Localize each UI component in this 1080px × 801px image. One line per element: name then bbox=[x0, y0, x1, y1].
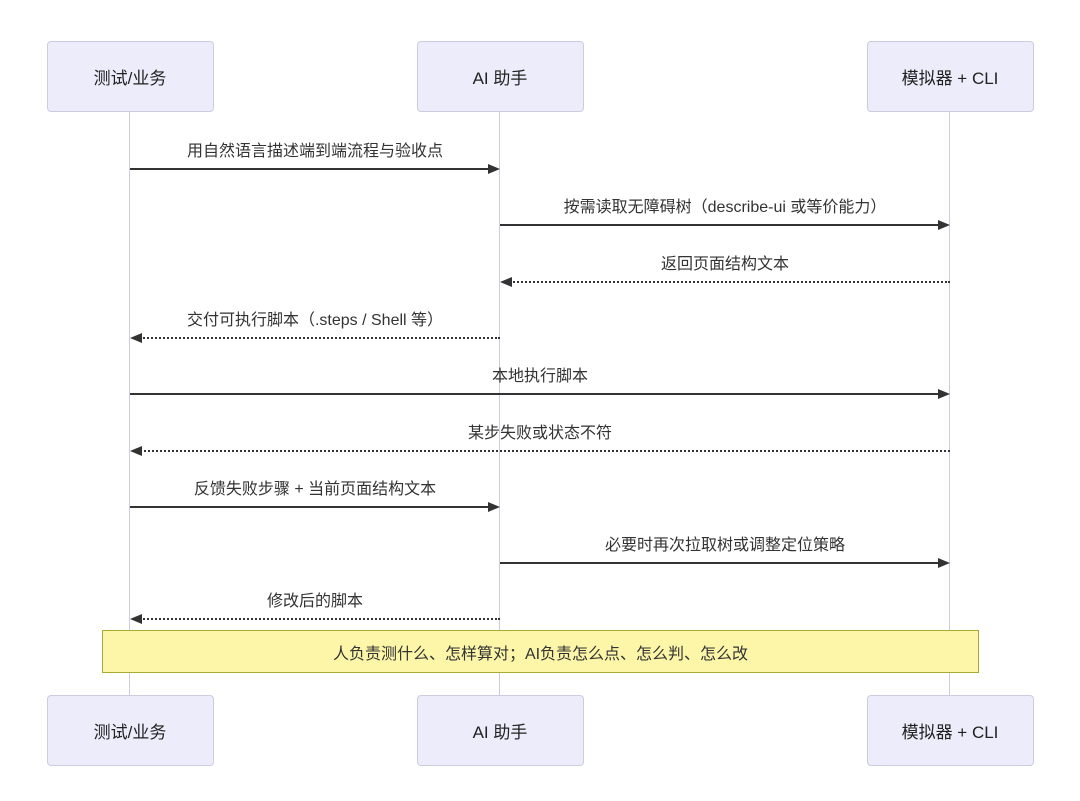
arrowhead-icon bbox=[130, 333, 142, 343]
message-label: 修改后的脚本 bbox=[266, 593, 363, 610]
message-line-dashed bbox=[510, 281, 950, 283]
lifeline-ai-assistant bbox=[499, 112, 500, 695]
note-text: 人负责测什么、怎样算对；AI负责怎么点、怎么判、怎么改 bbox=[332, 645, 749, 663]
arrowhead-icon bbox=[130, 446, 142, 456]
arrowhead-icon bbox=[130, 614, 142, 624]
message-label: 某步失败或状态不符 bbox=[467, 425, 612, 442]
message-label: 返回页面结构文本 bbox=[660, 256, 789, 273]
arrowhead-icon bbox=[500, 277, 512, 287]
arrowhead-icon bbox=[938, 558, 950, 568]
note-box: 人负责测什么、怎样算对；AI负责怎么点、怎么判、怎么改 bbox=[102, 630, 979, 673]
actor-label: 测试/业务 bbox=[93, 69, 167, 88]
message-label: 按需读取无障碍树（describe-ui 或等价能力） bbox=[563, 199, 887, 216]
lifeline-simulator-cli bbox=[949, 112, 950, 695]
actor-label: 模拟器 + CLI bbox=[901, 69, 999, 88]
actor-label: 测试/业务 bbox=[93, 723, 167, 742]
message-label: 反馈失败步骤 + 当前页面结构文本 bbox=[193, 481, 437, 498]
message-line-solid bbox=[500, 224, 940, 226]
message-line-dashed bbox=[140, 618, 500, 620]
actor-simulator-cli-top: 模拟器 + CLI bbox=[866, 41, 1034, 112]
message-label: 交付可执行脚本（.steps / Shell 等） bbox=[186, 312, 444, 329]
actor-tester-top: 测试/业务 bbox=[46, 41, 214, 112]
arrowhead-icon bbox=[938, 389, 950, 399]
arrowhead-icon bbox=[488, 502, 500, 512]
actor-ai-assistant-top: AI 助手 bbox=[416, 41, 584, 112]
message-line-solid bbox=[130, 168, 490, 170]
message-label: 必要时再次拉取树或调整定位策略 bbox=[604, 537, 845, 554]
message-line-solid bbox=[130, 506, 490, 508]
message-label: 用自然语言描述端到端流程与验收点 bbox=[186, 143, 443, 160]
message-line-dashed bbox=[140, 337, 500, 339]
message-line-solid bbox=[130, 393, 940, 395]
actor-label: 模拟器 + CLI bbox=[901, 723, 999, 742]
actor-simulator-cli-bottom: 模拟器 + CLI bbox=[866, 695, 1034, 766]
message-line-dashed bbox=[140, 450, 950, 452]
actor-tester-bottom: 测试/业务 bbox=[46, 695, 214, 766]
message-line-solid bbox=[500, 562, 940, 564]
message-label: 本地执行脚本 bbox=[491, 368, 588, 385]
actor-label: AI 助手 bbox=[472, 69, 528, 88]
actor-ai-assistant-bottom: AI 助手 bbox=[416, 695, 584, 766]
lifeline-tester bbox=[129, 112, 130, 695]
arrowhead-icon bbox=[488, 164, 500, 174]
actor-label: AI 助手 bbox=[472, 723, 528, 742]
arrowhead-icon bbox=[938, 220, 950, 230]
